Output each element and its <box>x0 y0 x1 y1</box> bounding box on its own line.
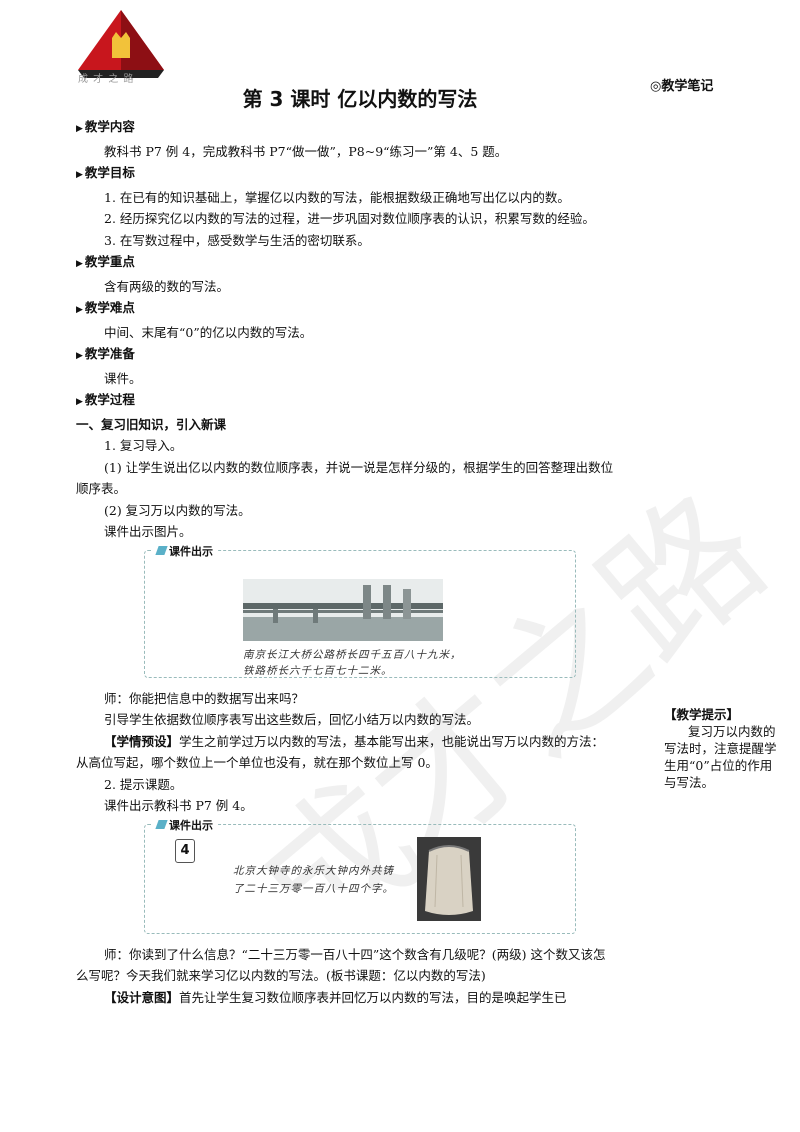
logo-icon <box>78 10 164 78</box>
section-heading: 教学内容 <box>76 116 616 141</box>
paragraph: 2. 提示课题。 <box>104 776 183 792</box>
handwritten-line: 北京大钟寺的永乐大钟内外共铸 <box>233 864 394 877</box>
section-heading: 教学准备 <box>76 343 616 368</box>
box-label: 课件出示 <box>153 814 217 836</box>
paragraph: 含有两级的数的写法。 <box>104 278 230 294</box>
courseware-box-bridge: 课件出示 南京长江大桥公路桥长四千五百八十九米， 铁路桥长六千七百七十二米。 <box>144 540 576 678</box>
teaching-tip: 【教学提示】 复习万以内数的写法时，注意提醒学生用“0”占位的作用与写法。 <box>664 706 784 791</box>
paragraph: 【学情预设】学生之前学过万以内数的写法，基本能写出来，也能说出写万以内数的方法：… <box>76 731 616 774</box>
tip-text: 复习万以内数的写法时，注意提醒学生用“0”占位的作用与写法。 <box>664 724 777 790</box>
preview-tag: 【学情预设】 <box>104 733 180 749</box>
paragraph: (1) 让学生说出亿以内数的数位顺序表，并说一说是怎样分级的，根据学生的回答整理… <box>76 459 614 497</box>
paragraph: 引导学生依据数位顺序表写出这些数后，回忆小结万以内数的写法。 <box>104 712 480 727</box>
paragraph: 3. 在写数过程中，感受数学与生活的密切联系。 <box>104 232 370 248</box>
paragraph: 【设计意图】首先让学生复习数位顺序表并回忆万以内数的写法，目的是唤起学生已 <box>76 987 616 1009</box>
paragraph: 课件。 <box>104 370 142 386</box>
paragraph: 师：你能把信息中的数据写出来吗？ <box>104 690 305 706</box>
paragraph: 1. 在已有的知识基础上，掌握亿以内数的写法，能根据数级正确地写出亿以内的数。 <box>104 189 570 205</box>
paragraph: 师：你读到了什么信息？“二十三万零一百八十四”这个数含有几级呢？(两级) 这个数… <box>76 946 606 984</box>
notes-title: ◎教学笔记 <box>650 79 714 94</box>
design-tag: 【设计意图】 <box>104 989 180 1005</box>
design-text: 首先让学生复习数位顺序表并回忆万以内数的写法，目的是唤起学生已 <box>179 989 567 1005</box>
paragraph: (2) 复习万以内数的写法。 <box>104 502 251 518</box>
paragraph: 中间、末尾有“0”的亿以内数的写法。 <box>104 324 313 340</box>
subsection-heading: 一、复习旧知识，引入新课 <box>76 416 227 432</box>
example-number: 4 <box>175 838 195 863</box>
paragraph: 课件出示图片。 <box>104 524 192 539</box>
handwritten-line: 了二十三万零一百八十四个字。 <box>233 882 394 895</box>
page-title: 第 3 课时 亿以内数的写法 <box>242 87 478 111</box>
tip-title: 【教学提示】 <box>664 707 740 722</box>
section-heading: 教学重点 <box>76 251 616 276</box>
courseware-box-bell: 课件出示 4 北京大钟寺的永乐大钟内外共铸 了二十三万零一百八十四个字。 <box>144 814 576 934</box>
handwritten-line: 南京长江大桥公路桥长四千五百八十九米， <box>243 648 462 661</box>
section-heading: 教学过程 <box>76 389 616 414</box>
logo-text: 成 才 之 路 <box>78 74 135 85</box>
section-heading: 教学目标 <box>76 162 616 187</box>
bridge-image <box>243 578 443 641</box>
lesson-content: 教学内容 教科书 P7 例 4，完成教科书 P7“做一做”，P8~9“练习一”第… <box>76 116 616 1008</box>
handwritten-line: 铁路桥长六千七百七十二米。 <box>243 664 393 677</box>
paragraph: 教科书 P7 例 4，完成教科书 P7“做一做”，P8~9“练习一”第 4、5 … <box>104 143 508 159</box>
paragraph: 课件出示教科书 P7 例 4。 <box>104 798 253 813</box>
bell-image <box>417 836 481 921</box>
paragraph: 1. 复习导入。 <box>104 438 183 453</box>
section-heading: 教学难点 <box>76 297 616 322</box>
box-label: 课件出示 <box>153 540 217 562</box>
preview-text: 学生之前学过万以内数的写法，基本能写出来，也能说出写万以内数的方法：从高位写起，… <box>76 733 605 771</box>
paragraph: 2. 经历探究亿以内数的写法的过程，进一步巩固对数位顺序表的认识，积累写数的经验… <box>104 211 595 226</box>
